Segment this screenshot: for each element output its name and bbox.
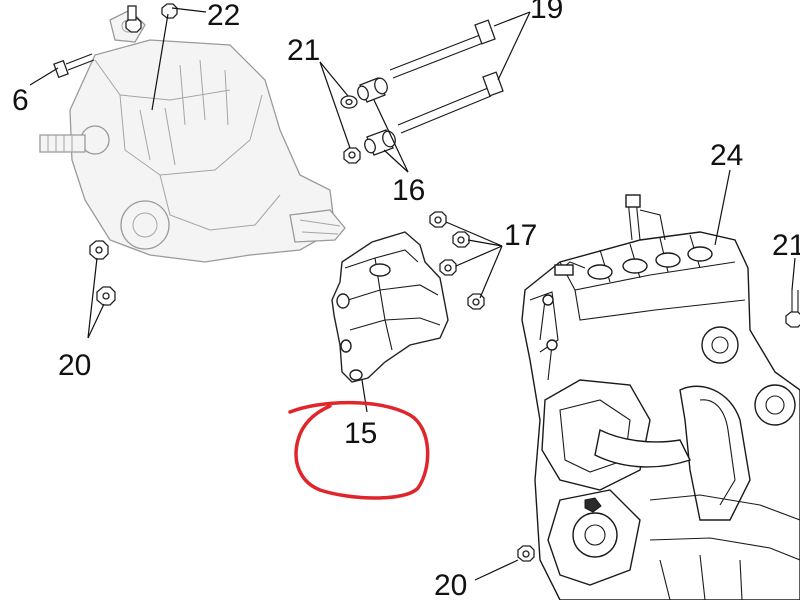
bushing-16-b xyxy=(364,129,396,156)
mount-plate-15 xyxy=(331,231,449,383)
transmission-ghost xyxy=(39,9,346,263)
nut-20-bottom xyxy=(517,545,535,562)
nut-17-c xyxy=(439,259,457,276)
callout-16: 16 xyxy=(392,174,425,207)
bolt-6 xyxy=(53,53,95,79)
callout-20-left: 20 xyxy=(58,349,91,382)
nut-21-b xyxy=(343,147,361,164)
leader-lines xyxy=(29,7,796,581)
nut-20-left-b xyxy=(96,286,116,306)
callout-6: 6 xyxy=(12,84,29,117)
bushing-16-a xyxy=(357,77,388,103)
bolt-19-b xyxy=(397,71,504,134)
callout-22: 22 xyxy=(207,0,240,32)
nut-top-1 xyxy=(125,5,142,33)
engine-24 xyxy=(521,194,800,600)
callout-24: 24 xyxy=(710,139,743,172)
nut-17-d xyxy=(467,293,485,310)
nut-17-a xyxy=(429,211,447,228)
nut-top-2 xyxy=(161,3,178,19)
callout-17: 17 xyxy=(504,219,537,252)
bolt-19-a xyxy=(389,19,496,79)
callout-19: 19 xyxy=(530,0,563,25)
washer-21-a xyxy=(340,95,358,109)
red-highlight-circle xyxy=(288,400,430,500)
callout-21-right: 21 xyxy=(772,229,800,262)
callout-15: 15 xyxy=(344,417,377,450)
callout-20-bottom: 20 xyxy=(434,569,467,600)
nut-17-b xyxy=(452,231,470,248)
callout-21-top: 21 xyxy=(287,34,320,67)
nut-21-right xyxy=(785,290,800,328)
nut-20-left-a xyxy=(89,240,109,260)
